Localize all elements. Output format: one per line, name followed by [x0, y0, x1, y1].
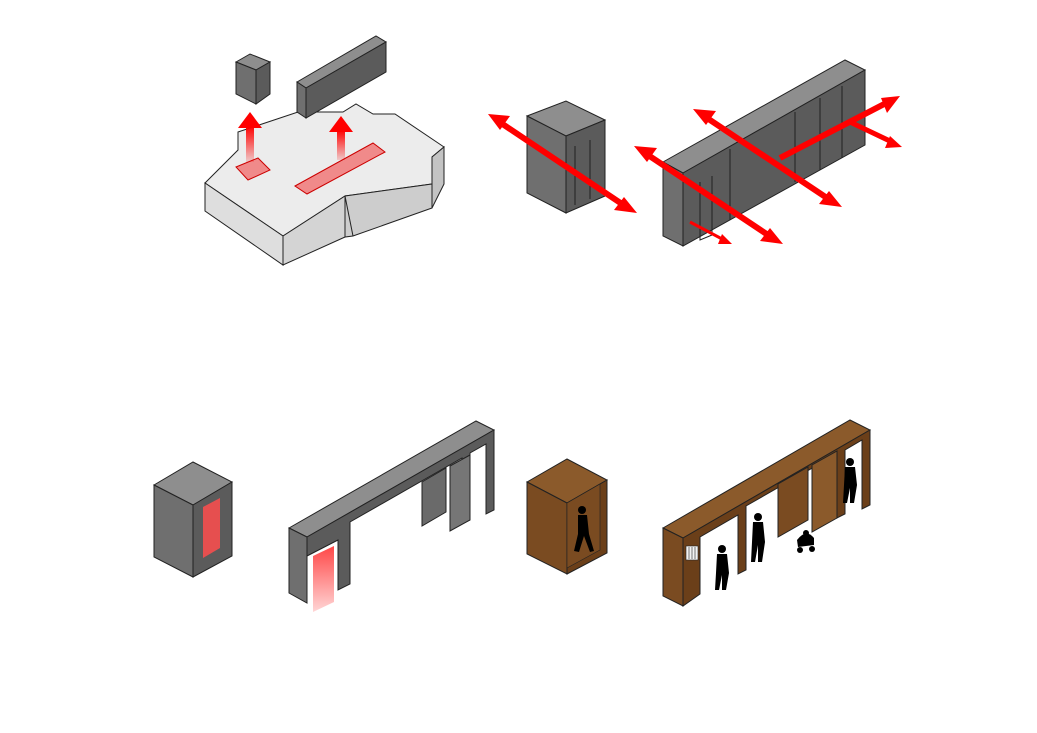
timber-cube — [525, 458, 609, 575]
person-silhouette-icon — [715, 545, 729, 590]
stroller-icon — [797, 530, 815, 553]
service-box — [525, 100, 607, 214]
arrow-up-icon — [238, 112, 262, 162]
panel-extract-volumes — [204, 35, 445, 266]
double-arrow-icon — [848, 119, 902, 148]
bookshelf — [685, 545, 699, 561]
double-arrow-icon — [693, 109, 842, 207]
slab-edge-line — [344, 195, 354, 237]
red-doorway — [313, 546, 334, 612]
red-interior — [203, 498, 220, 558]
grey-cube — [152, 461, 234, 578]
person-silhouette-icon — [574, 506, 594, 552]
panel-timber-occupied — [525, 419, 872, 607]
arrow-up-icon — [329, 116, 353, 160]
double-arrow-icon — [634, 146, 783, 244]
slab-wing-front — [344, 183, 433, 238]
double-arrow-icon — [488, 114, 637, 213]
person-silhouette-icon — [751, 513, 765, 562]
panel-circulation-axes — [488, 59, 902, 247]
extracted-bar — [296, 35, 387, 119]
panel-grey-insertion — [152, 420, 496, 612]
footprint-long — [294, 142, 386, 195]
slab-right-face — [431, 145, 445, 209]
double-arrow-icon — [778, 96, 900, 161]
person-silhouette-icon — [843, 458, 857, 503]
timber-frame — [661, 419, 872, 607]
double-arrow-icon — [689, 220, 732, 244]
grey-frame — [287, 420, 496, 612]
extracted-cube — [234, 53, 272, 105]
